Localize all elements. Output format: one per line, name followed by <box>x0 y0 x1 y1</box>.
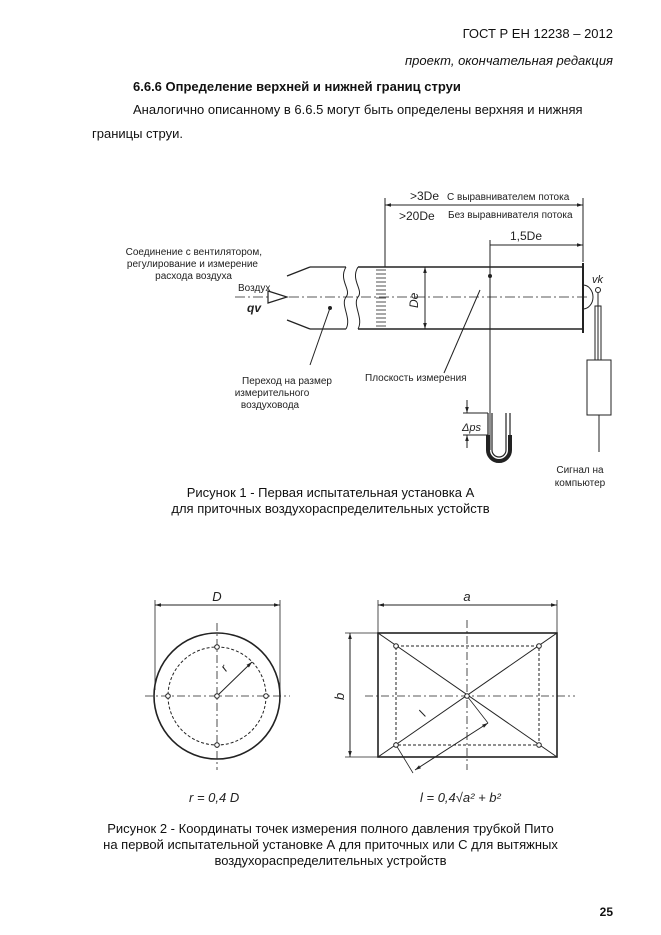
transition-label: измерительного <box>235 388 310 399</box>
document-header: ГОСТ Р ЕН 12238 – 2012 <box>462 26 613 41</box>
figure1-labels: >3De С выравнивателем потока >20De Без в… <box>126 189 606 489</box>
fan-label: Соединение с вентилятором, <box>126 247 262 258</box>
fan-label: расхода воздуха <box>155 271 232 282</box>
caption-line: для приточных воздухораспределительных у… <box>171 501 490 516</box>
figure2-circle-drawing <box>145 600 290 770</box>
velocity-label: vk <box>592 274 604 286</box>
figure1-drawing <box>235 198 612 463</box>
figure2-labels: D r a b l r = 0,4 D l = 0,4√a² + b² <box>189 589 502 805</box>
caption-line: воздухораспределительных устройств <box>214 853 447 868</box>
caption-line: Рисунок 1 - Первая испытательная установ… <box>186 485 475 500</box>
radius-label: r <box>218 661 232 674</box>
formula-radius: r = 0,4 D <box>189 790 239 805</box>
signal-label: компьютер <box>555 478 606 489</box>
plane-label: Плоскость измерения <box>365 373 467 384</box>
caption-line: Рисунок 2 - Координаты точек измерения п… <box>107 821 554 836</box>
transition-label: воздуховода <box>241 400 300 411</box>
air-label: Воздух <box>238 283 270 294</box>
label-with-straightener: С выравнивателем потока <box>447 192 570 203</box>
dim-without-straightener: >20De <box>399 209 435 223</box>
flow-label: qv <box>247 301 262 315</box>
diameter-label: D <box>212 589 221 604</box>
fan-label: регулирование и измерение <box>127 259 259 270</box>
signal-label: Сигнал на <box>556 465 604 476</box>
pressure-label: Δps <box>461 422 481 434</box>
straightener-hatch <box>376 269 386 327</box>
label-without-straightener: Без выравнивателя потока <box>448 210 573 221</box>
page-number: 25 <box>599 905 613 919</box>
paragraph-line: Аналогично описанному в 6.6.5 могут быть… <box>133 102 583 117</box>
formula-length: l = 0,4√a² + b² <box>420 790 502 805</box>
section-heading: 6.6.6 Определение верхней и нижней грани… <box>133 79 461 94</box>
paragraph-line: границы струи. <box>92 126 183 141</box>
length-label: l <box>416 708 429 718</box>
transition-label: Переход на размер <box>242 376 332 387</box>
figure2-rect-drawing <box>345 600 575 774</box>
diameter-label: De <box>407 292 421 308</box>
caption-line: на первой испытательной установке А для … <box>103 837 558 852</box>
document-status: проект, окончательная редакция <box>405 53 613 68</box>
dim-measurement-plane: 1,5De <box>510 229 542 243</box>
width-label: a <box>463 589 470 604</box>
height-label: b <box>332 693 347 700</box>
figure1-caption: Рисунок 1 - Первая испытательная установ… <box>0 485 661 517</box>
dim-with-straightener: >3De <box>410 189 439 203</box>
figure2-caption: Рисунок 2 - Координаты точек измерения п… <box>0 821 661 869</box>
